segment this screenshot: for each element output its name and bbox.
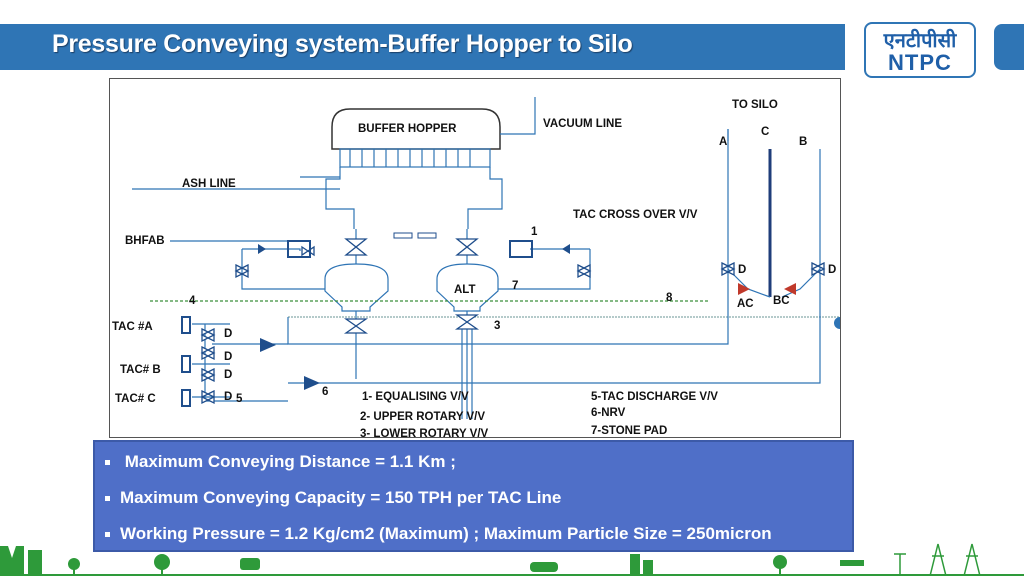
legend-item: 5-TAC DISCHARGE V/V xyxy=(591,391,718,403)
footer-illustration xyxy=(0,543,1024,576)
legend-item: 1- EQUALISING V/V xyxy=(362,391,469,403)
bc-label: BC xyxy=(773,295,790,307)
silo-b-label: B xyxy=(799,136,807,148)
process-diagram: BUFFER HOPPER VACUUM LINE TO SILO A C B … xyxy=(112,97,846,440)
info-item: Maximum Conveying Capacity = 150 TPH per… xyxy=(105,488,561,508)
ac-label: AC xyxy=(737,298,754,310)
d-label: D xyxy=(828,264,836,276)
d-label: D xyxy=(224,351,232,363)
right-tab xyxy=(994,24,1024,70)
building-icon xyxy=(28,550,42,576)
tower-icon xyxy=(929,543,947,576)
alt-label: ALT xyxy=(454,284,476,296)
solar-panel-icon xyxy=(840,560,864,566)
tac-cross-over-label: TAC CROSS OVER V/V xyxy=(573,209,698,221)
info-item: Maximum Conveying Distance = 1.1 Km ; xyxy=(105,452,456,472)
number-8-label: 8 xyxy=(666,292,673,304)
number-1-label: 1 xyxy=(531,226,538,238)
vehicle-icon xyxy=(240,558,260,570)
tree-icon xyxy=(154,554,170,570)
info-item: Working Pressure = 1.2 Kg/cm2 (Maximum) … xyxy=(105,524,772,544)
building-icon xyxy=(0,546,24,576)
silo-a-label: A xyxy=(719,136,727,148)
tower-icon xyxy=(963,543,981,576)
legend-item: 6-NRV xyxy=(591,407,626,419)
number-5-label: 5 xyxy=(236,393,243,405)
info-text: Maximum Conveying Capacity = 150 TPH per… xyxy=(120,488,562,507)
number-3-label: 3 xyxy=(494,320,500,332)
info-text: Working Pressure = 1.2 Kg/cm2 (Maximum) … xyxy=(120,524,772,543)
legend-item: 3- LOWER ROTARY V/V xyxy=(360,428,489,437)
d-label: D xyxy=(224,391,232,403)
number-6-label: 6 xyxy=(322,386,328,398)
tree-icon xyxy=(773,555,787,569)
ash-line-label: ASH LINE xyxy=(182,178,236,190)
buffer-hopper-label: BUFFER HOPPER xyxy=(358,123,457,135)
legend-item: 7-STONE PAD xyxy=(591,425,667,437)
page-title: Pressure Conveying system-Buffer Hopper … xyxy=(52,30,633,58)
bullet-icon xyxy=(105,496,110,502)
tac-c-label: TAC# C xyxy=(115,393,156,405)
number-7-label: 7 xyxy=(512,280,518,292)
tac-a-label: TAC #A xyxy=(112,321,153,333)
diagram-frame: BUFFER HOPPER VACUUM LINE TO SILO A C B … xyxy=(109,78,846,440)
bullet-icon xyxy=(105,460,110,466)
d-label: D xyxy=(738,264,746,276)
info-box: Maximum Conveying Distance = 1.1 Km ; Ma… xyxy=(93,440,854,552)
d-label: D xyxy=(224,369,232,381)
tree-icon xyxy=(68,558,80,570)
title-bar xyxy=(0,24,845,70)
tac-b-label: TAC# B xyxy=(120,364,161,376)
silo-c-label: C xyxy=(761,126,769,138)
vacuum-line-label: VACUUM LINE xyxy=(543,118,622,130)
logo-hindi-text: एनटीपीसी xyxy=(883,28,957,52)
to-silo-label: TO SILO xyxy=(732,99,778,111)
wind-turbine-icon xyxy=(894,553,906,576)
bhfab-label: BHFAB xyxy=(125,235,165,247)
bullet-icon xyxy=(105,532,110,538)
number-4-label: 4 xyxy=(189,295,196,307)
ntpc-logo: एनटीपीसी NTPC xyxy=(864,22,976,78)
logo-english-text: NTPC xyxy=(888,50,952,75)
legend-item: 2- UPPER ROTARY V/V xyxy=(360,411,485,423)
building-icon xyxy=(630,554,640,576)
d-label: D xyxy=(224,328,232,340)
car-icon xyxy=(530,562,558,572)
info-text: Maximum Conveying Distance = 1.1 Km ; xyxy=(124,452,456,471)
